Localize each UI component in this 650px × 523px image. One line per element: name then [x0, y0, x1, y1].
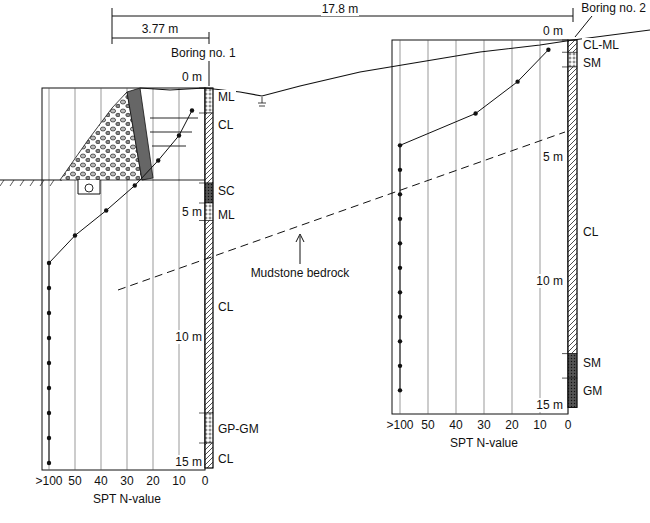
spt-point — [47, 411, 51, 415]
label: CL-ML — [582, 38, 620, 52]
label: 40 — [93, 474, 108, 488]
label: 50 — [420, 418, 435, 432]
spt-point — [473, 111, 477, 115]
boring-chart — [42, 88, 213, 470]
spt-point — [398, 339, 402, 343]
label: Boring no. 1 — [170, 46, 237, 60]
spt-point — [177, 133, 181, 137]
label: SM — [582, 356, 602, 370]
spt-point — [47, 386, 51, 390]
spt-point — [47, 336, 51, 340]
label: 30 — [119, 474, 134, 488]
label: >100 — [34, 474, 63, 488]
label: 5 m — [542, 150, 564, 164]
label: ML — [217, 90, 236, 104]
label: 40 — [448, 418, 463, 432]
spt-point — [398, 388, 402, 392]
label: 20 — [145, 474, 160, 488]
spt-point — [47, 261, 51, 265]
spt-point — [398, 364, 402, 368]
label: 10 — [171, 474, 186, 488]
spt-point — [156, 158, 160, 162]
label: SC — [217, 184, 236, 198]
spt-curve — [400, 50, 548, 391]
leader-line — [575, 16, 592, 37]
spt-point — [398, 315, 402, 319]
label: 5 m — [181, 205, 203, 219]
spt-point — [398, 241, 402, 245]
label: 50 — [67, 474, 82, 488]
label: 0 — [201, 474, 210, 488]
label: 10 m — [174, 330, 203, 344]
label: 10 — [532, 418, 547, 432]
spt-point — [398, 266, 402, 270]
label: >100 — [385, 418, 414, 432]
spt-point — [104, 208, 108, 212]
spt-point — [398, 290, 402, 294]
spt-point — [398, 168, 402, 172]
label: 0 m — [542, 24, 564, 38]
bedrock-line — [118, 132, 565, 290]
label: 30 — [476, 418, 491, 432]
label: CL — [217, 118, 234, 132]
spt-curve — [49, 111, 192, 464]
label: CL — [217, 452, 234, 466]
boring-chart — [392, 40, 577, 414]
label: CL — [582, 225, 599, 239]
label: GM — [582, 384, 603, 398]
label: 0 m — [181, 70, 203, 84]
spt-point — [546, 48, 550, 52]
spt-point — [398, 143, 402, 147]
spt-point — [515, 79, 519, 83]
label: 0 — [564, 418, 573, 432]
label: ML — [217, 208, 236, 222]
spt-point — [47, 311, 51, 315]
spt-point — [47, 436, 51, 440]
label: 17.8 m — [321, 2, 360, 16]
spt-point — [133, 183, 137, 187]
label: SPT N-value — [449, 436, 519, 450]
spt-point — [47, 361, 51, 365]
label: SPT N-value — [92, 492, 162, 506]
label: SM — [582, 56, 602, 70]
spt-point — [47, 461, 51, 465]
leader-line — [209, 61, 210, 86]
label: 15 m — [174, 455, 203, 469]
spt-point — [73, 233, 77, 237]
spt-point — [190, 108, 194, 112]
water-mark — [258, 97, 266, 106]
label: CL — [217, 300, 234, 314]
ground-profile — [140, 30, 650, 96]
label: Boring no. 2 — [580, 1, 647, 15]
leader-arrow — [296, 234, 304, 264]
label: 15 m — [535, 398, 564, 412]
label: 10 m — [535, 274, 564, 288]
label: Mudstone bedrock — [250, 266, 351, 280]
label: 3.77 m — [141, 22, 180, 36]
spt-point — [398, 217, 402, 221]
label: GP-GM — [217, 422, 260, 436]
spt-point — [47, 286, 51, 290]
label: 20 — [504, 418, 519, 432]
spt-point — [398, 192, 402, 196]
